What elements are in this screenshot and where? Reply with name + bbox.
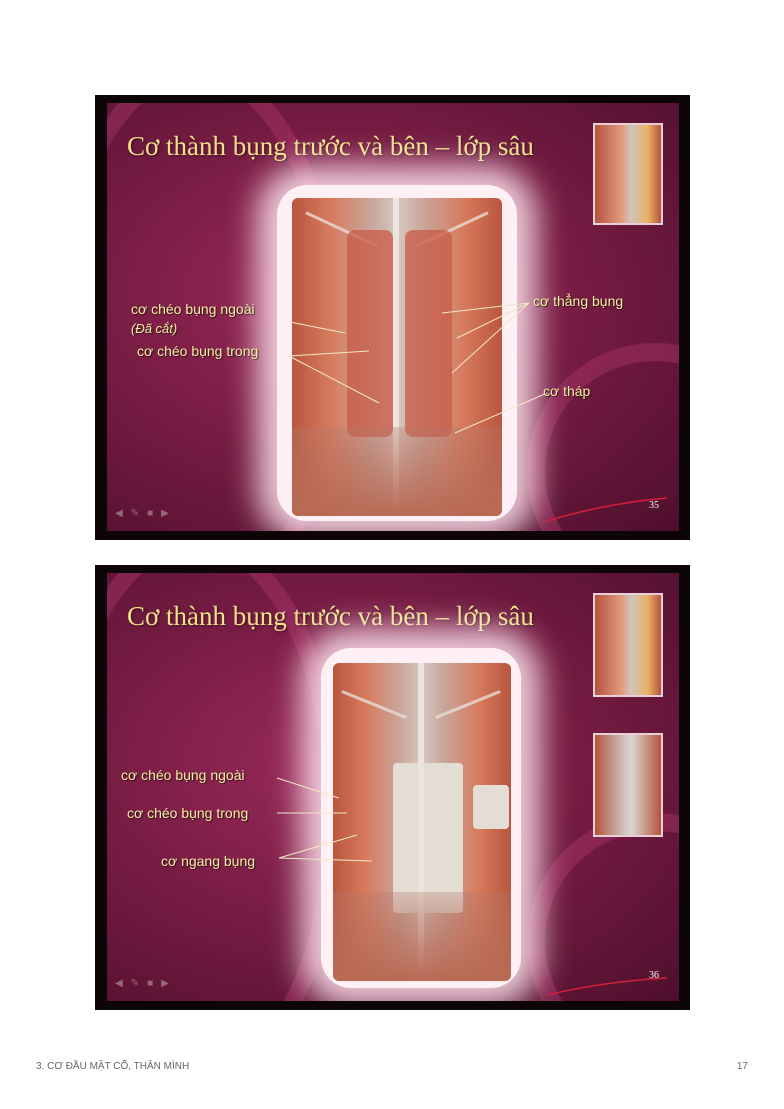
slide-1: Cơ thành bụng trước và bên – lớp sâu cơ … (95, 95, 690, 540)
slide-2-canvas: Cơ thành bụng trước và bên – lớp sâu cơ … (107, 573, 679, 1001)
slide-title: Cơ thành bụng trước và bên – lớp sâu (127, 131, 534, 161)
label-cut-note: (Đã cắt) (131, 321, 178, 336)
arrow-left-icon[interactable]: ◀ (115, 978, 123, 989)
anatomy-illustration (333, 663, 511, 981)
label-rectus-abdominis: cơ thẳng bụng (533, 293, 624, 309)
thumbnail-image (593, 123, 663, 225)
pencil-icon[interactable]: ✎ (130, 508, 140, 519)
label-internal-oblique: cơ chéo bụng trong (137, 343, 259, 359)
slide-nav: ◀ ✎ ■ ▶ (115, 508, 169, 519)
footer-page-number: 17 (736, 1061, 748, 1072)
anatomy-illustration (292, 198, 502, 516)
arrow-right-icon[interactable]: ▶ (161, 508, 169, 519)
label-transversus-abdominis: cơ ngang bụng (161, 853, 256, 869)
slide-1-canvas: Cơ thành bụng trước và bên – lớp sâu cơ … (107, 103, 679, 531)
label-pyramidalis: cơ tháp (543, 383, 591, 399)
slide-nav: ◀ ✎ ■ ▶ (115, 978, 169, 989)
slide-title: Cơ thành bụng trước và bên – lớp sâu (127, 601, 534, 631)
footer-chapter: 3. CƠ ĐẦU MẶT CỔ, THÂN MÌNH (36, 1061, 190, 1072)
label-external-oblique: cơ chéo bụng ngoài (131, 301, 255, 317)
decorative-swirl (107, 573, 343, 1001)
menu-icon[interactable]: ■ (147, 508, 154, 519)
menu-icon[interactable]: ■ (147, 978, 154, 989)
pencil-icon[interactable]: ✎ (130, 978, 140, 989)
thumbnail-image (593, 733, 663, 837)
label-internal-oblique: cơ chéo bụng trong (127, 805, 249, 821)
label-external-oblique: cơ chéo bụng ngoài (121, 767, 245, 783)
slide-2: Cơ thành bụng trước và bên – lớp sâu cơ … (95, 565, 690, 1010)
thumbnail-image (593, 593, 663, 697)
slide-number: 35 (649, 500, 659, 511)
arrow-left-icon[interactable]: ◀ (115, 508, 123, 519)
slide-number: 36 (649, 970, 659, 981)
arrow-right-icon[interactable]: ▶ (161, 978, 169, 989)
